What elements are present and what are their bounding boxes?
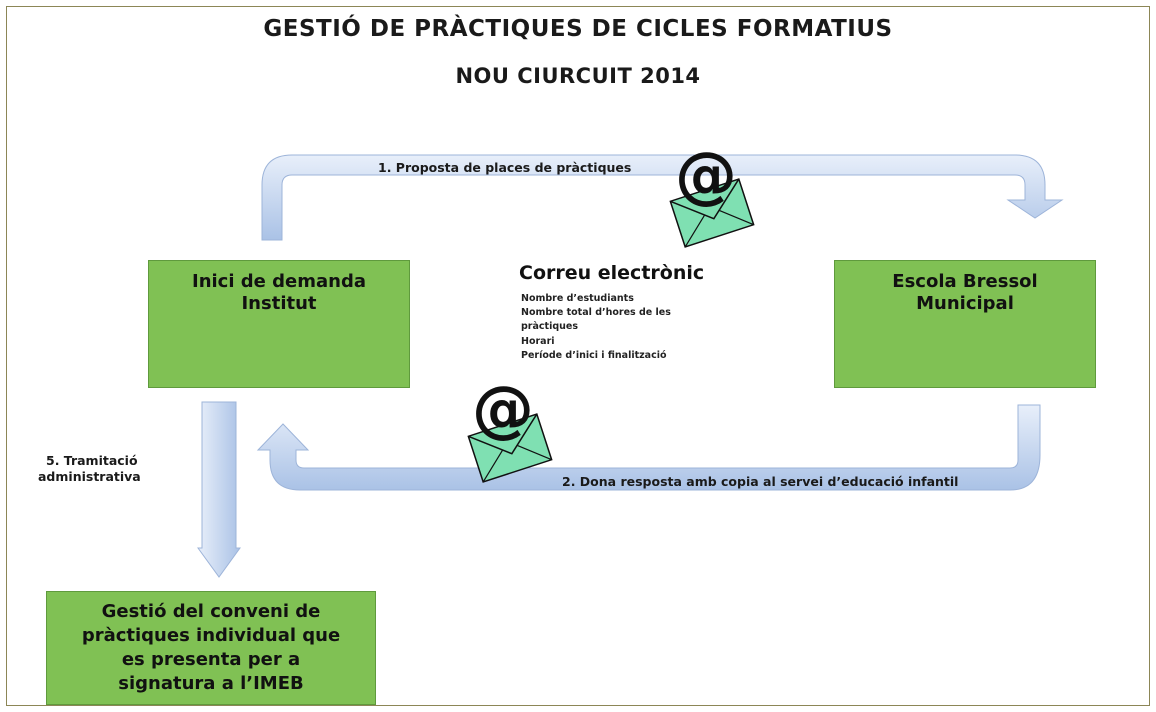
box-escola-bressol-municipal: Escola Bressol Municipal	[834, 260, 1096, 388]
email-info-item: Nombre total d’hores de les	[521, 307, 671, 319]
box-conveni-line2: pràctiques individual que	[81, 625, 341, 646]
email-info-item: Nombre d’estudiants	[521, 293, 634, 304]
arrow-step5-label-line2: administrativa	[38, 469, 141, 484]
arrow-step1	[261, 154, 1064, 241]
email-info-item: pràctiques	[521, 321, 578, 333]
page-title: GESTIÓ DE PRÀCTIQUES DE CICLES FORMATIUS	[263, 16, 893, 42]
email-envelope-icon	[467, 413, 553, 483]
page-subtitle: NOU CIURCUIT 2014	[455, 64, 701, 88]
at-sign-icon: @	[675, 138, 737, 211]
email-envelope-icon	[669, 178, 755, 248]
at-sign-icon: @	[472, 372, 534, 445]
arrow-step5-label-line1: 5. Tramitació	[46, 453, 138, 468]
email-info-title: Correu electrònic	[519, 262, 705, 284]
box-conveni-line4: signatura a l’IMEB	[118, 673, 304, 694]
box-escola-line1: Escola Bressol	[892, 271, 1038, 292]
arrow-step2-label: 2. Dona resposta amb copia al servei d’e…	[562, 474, 959, 489]
email-info-item: Període d’inici i finalització	[521, 349, 667, 361]
box-gestio-conveni: Gestió del conveni de pràctiques individ…	[46, 591, 376, 705]
box-inici-demanda-institut: Inici de demanda Institut	[148, 260, 410, 388]
email-info-item: Horari	[521, 335, 555, 347]
arrow-step2	[256, 404, 1041, 491]
box-institut-line2: Institut	[241, 293, 317, 314]
box-escola-line2: Municipal	[916, 293, 1014, 314]
box-conveni-line3: es presenta per a	[121, 649, 301, 670]
arrow-step1-label: 1. Proposta de places de pràctiques	[378, 160, 632, 175]
box-institut-line1: Inici de demanda	[192, 271, 366, 292]
arrow-step5	[197, 401, 241, 578]
box-conveni-line1: Gestió del conveni de	[101, 601, 321, 622]
email-info-list: Nombre d’estudiants Nombre total d’hores…	[521, 292, 711, 363]
